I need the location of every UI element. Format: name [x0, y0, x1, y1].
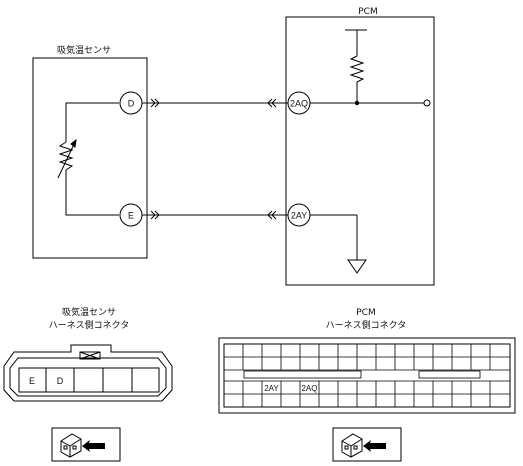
pcm-box [285, 16, 435, 286]
pcm-connector-key-right [418, 370, 481, 379]
sensor-connector-title-1: 吸気温センサ [62, 306, 116, 318]
pcm-connector-key-left [243, 370, 362, 379]
wire-e-2ay [142, 210, 288, 220]
pin-e-label: E [128, 211, 134, 221]
pin-2aq-label: 2AQ [290, 99, 308, 109]
pullup-resistor [345, 29, 367, 103]
pin-2ay-label: 2AY [291, 211, 307, 221]
ground-line [309, 214, 367, 274]
pcm-unit: PCM 2AQ 2AY [285, 7, 435, 286]
pcm-connector: PCM ハーネス側コネクタ 2 [218, 308, 516, 414]
pcm-connector-inner [223, 343, 511, 408]
output-terminal [423, 99, 431, 107]
sensor-label: 吸気温センサ [57, 44, 111, 56]
pcm-label: PCM [358, 7, 377, 17]
thermistor [57, 102, 119, 216]
sensor-box [32, 57, 148, 259]
sensor-connector: 吸気温センサ ハーネス側コネクタ E D [3, 306, 173, 402]
pcm-cell-2ay: 2AY [264, 384, 279, 393]
sensor-connector-title-2: ハーネス側コネクタ [49, 319, 130, 331]
harness-view-icon [51, 427, 121, 462]
harness-view-icon [332, 427, 402, 462]
sensor-connector-housing [3, 344, 173, 402]
wire-d-2aq [142, 98, 288, 108]
pcm-connector-title-2: ハーネス側コネクタ [326, 319, 407, 331]
pcm-connector-title-1: PCM [356, 308, 375, 318]
pin-d-label: D [128, 99, 135, 109]
sensor-connector-lock [79, 351, 101, 360]
pcm-cell-2aq: 2AQ [301, 384, 317, 393]
sensor-connector-inner [9, 357, 167, 397]
sensor-unit: 吸気温センサ D E [32, 44, 148, 259]
sensor-connector-cells [18, 367, 160, 393]
pcm-connector-outer [218, 337, 516, 414]
sensor-cell-e: E [29, 376, 35, 386]
pcm-connector-grid [224, 344, 510, 407]
sensor-cell-d: D [57, 376, 64, 386]
